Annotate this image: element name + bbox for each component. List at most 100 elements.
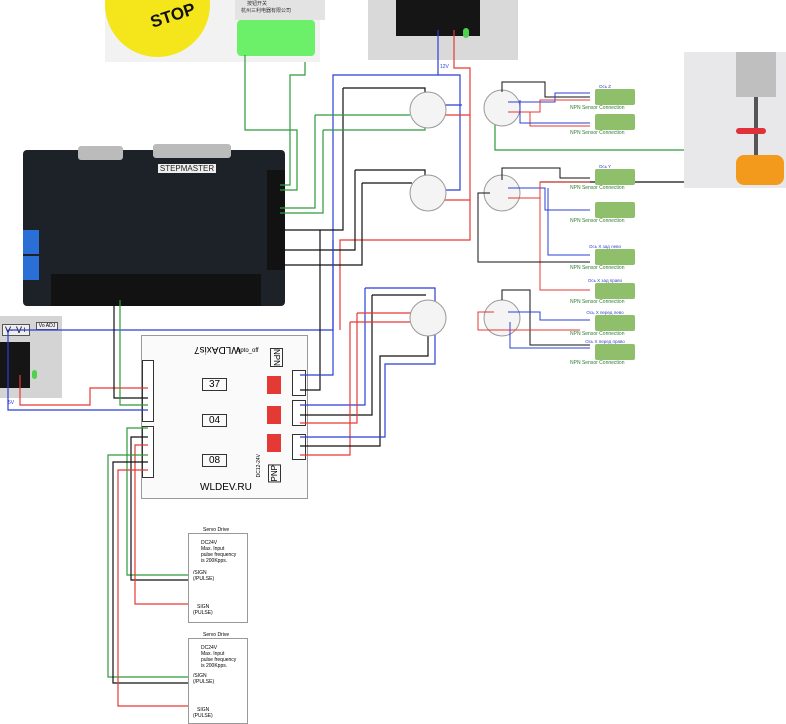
voltage-label-12v: 12V — [440, 64, 450, 70]
wire-blue — [508, 311, 590, 349]
wire-red — [19, 375, 148, 406]
sensor-axis-label: Ось Y — [598, 164, 612, 169]
servo-drive-1: Servo Drive DC24V Max. Input pulse frequ… — [188, 527, 248, 623]
wire-blue — [300, 334, 436, 438]
wire-blue — [300, 240, 334, 376]
wire-black — [300, 334, 429, 447]
jumper-block — [267, 406, 281, 424]
wire-green — [244, 55, 298, 191]
pin-sign-n: /SIGN — [193, 570, 207, 576]
wire-green — [119, 300, 148, 406]
servo-spec: DC24V Max. Input pulse frequency is 200K… — [201, 540, 236, 564]
jumper-block — [267, 434, 281, 452]
alligator-clip — [736, 128, 766, 134]
wire-blue — [519, 100, 590, 124]
wldaxis7-board: WLDAxis7 opto_off NPN 37 04 08 PNP DC12-… — [141, 335, 308, 499]
db25-connector — [153, 144, 231, 158]
sensor-label: NPN Sensor Connection — [570, 299, 625, 305]
spec-line: pulse frequency — [201, 552, 237, 558]
voltage-label-5v: 5V — [8, 400, 15, 406]
sensor-body — [595, 169, 635, 185]
emergency-stop-button: STOP 按钮开关 杭州三利电器有限公司 — [105, 0, 325, 62]
wire-green — [107, 454, 190, 678]
sensor-label: NPN Sensor Connection — [570, 105, 625, 111]
wire-black — [113, 300, 148, 399]
wire-blue — [508, 92, 590, 103]
wire-red — [300, 312, 415, 424]
sensor-body — [595, 114, 635, 130]
tool-length-sensor-photo — [684, 52, 786, 188]
sensor-axis-label: Ось X зад лево — [588, 244, 621, 249]
sensor-y1: Ось Y NPN Sensor Connection — [570, 164, 640, 191]
wire-green — [280, 62, 306, 186]
sensor-axis-label: Ось X зад право — [587, 278, 623, 283]
pin-sign: SIGN — [197, 707, 210, 713]
spec-line: Max. Input — [201, 651, 225, 657]
wire-green — [494, 125, 684, 151]
pin-pulse: (PULSE) — [193, 713, 213, 719]
wire-blue — [508, 187, 590, 256]
spec-line: Max. Input — [201, 546, 225, 552]
wire-red — [339, 30, 471, 330]
psu5-terminal-block — [0, 342, 30, 388]
wire-black — [501, 289, 590, 346]
spec-line: DC24V — [201, 645, 218, 651]
sensor-label: NPN Sensor Connection — [570, 130, 625, 136]
sensor-y2: NPN Sensor Connection — [570, 202, 640, 224]
wire-red — [117, 469, 190, 707]
right-connector-in1 — [292, 400, 306, 426]
sensor-x-rear-right: Ось X зад право NPN Sensor Connection — [570, 278, 640, 305]
wire-black — [477, 192, 590, 263]
left-connector-bottom — [142, 426, 154, 478]
relay-1 — [23, 230, 39, 254]
sensor-body — [595, 249, 635, 265]
psu5-led — [32, 370, 37, 379]
psu-12v — [368, 0, 518, 60]
wire-blue — [430, 74, 461, 191]
spindle — [736, 52, 776, 97]
wire-green — [126, 427, 190, 576]
left-connector-top — [142, 360, 154, 422]
sensor-puck — [736, 155, 784, 185]
sensor-label: NPN Sensor Connection — [570, 185, 625, 191]
connector-circle — [409, 174, 447, 212]
wire-black — [501, 167, 590, 180]
wire-green — [280, 122, 426, 214]
sensor-label: NPN Sensor Connection — [570, 218, 625, 224]
opto-label: opto_off — [237, 348, 259, 354]
connector-circle — [409, 91, 447, 129]
jumper-block — [267, 376, 281, 394]
sensor-label: NPN Sensor Connection — [570, 360, 625, 366]
spec-line: pulse frequency — [201, 657, 237, 663]
switch-text-2: 杭州三利电器有限公司 — [241, 8, 292, 14]
db15-connector — [78, 146, 123, 160]
sensor-axis-label: Ось X перед право — [585, 339, 625, 344]
sensor-x-rear-left: Ось X зад лево NPN Sensor Connection — [570, 244, 640, 271]
right-connector-in2 — [292, 434, 306, 460]
sensor-z1: Ось Z NPN Sensor Connection — [570, 84, 640, 111]
spec-line: DC24V — [201, 540, 218, 546]
wire-black — [300, 230, 321, 391]
sensor-body — [595, 89, 635, 105]
spec-line: is 200Kpps. — [201, 663, 228, 669]
switch-text: 按钮开关 — [247, 1, 268, 7]
wire-blue — [7, 30, 439, 411]
wire-black — [501, 81, 590, 98]
npn-label: NPN — [270, 348, 283, 367]
switch-terminal-block — [237, 20, 315, 56]
pin-sign-n: /SIGN — [193, 673, 207, 679]
relay-2 — [23, 256, 39, 280]
right-terminal-strip — [267, 170, 285, 270]
sensor-body — [595, 202, 635, 218]
sensor-body — [595, 344, 635, 360]
website-label: WLDEV.RU — [200, 482, 252, 493]
sensor-x-front-right: Ось X перед право NPN Sensor Connection — [570, 339, 640, 366]
tool-bit — [754, 97, 758, 155]
sensor-body — [595, 315, 635, 331]
servo-spec: DC24V Max. Input pulse frequency is 200K… — [201, 645, 236, 669]
circular-connectors — [409, 89, 521, 337]
wire-black — [300, 294, 426, 416]
brand-label: STEPMASTER — [158, 164, 216, 173]
sensor-label: NPN Sensor Connection — [570, 265, 625, 271]
